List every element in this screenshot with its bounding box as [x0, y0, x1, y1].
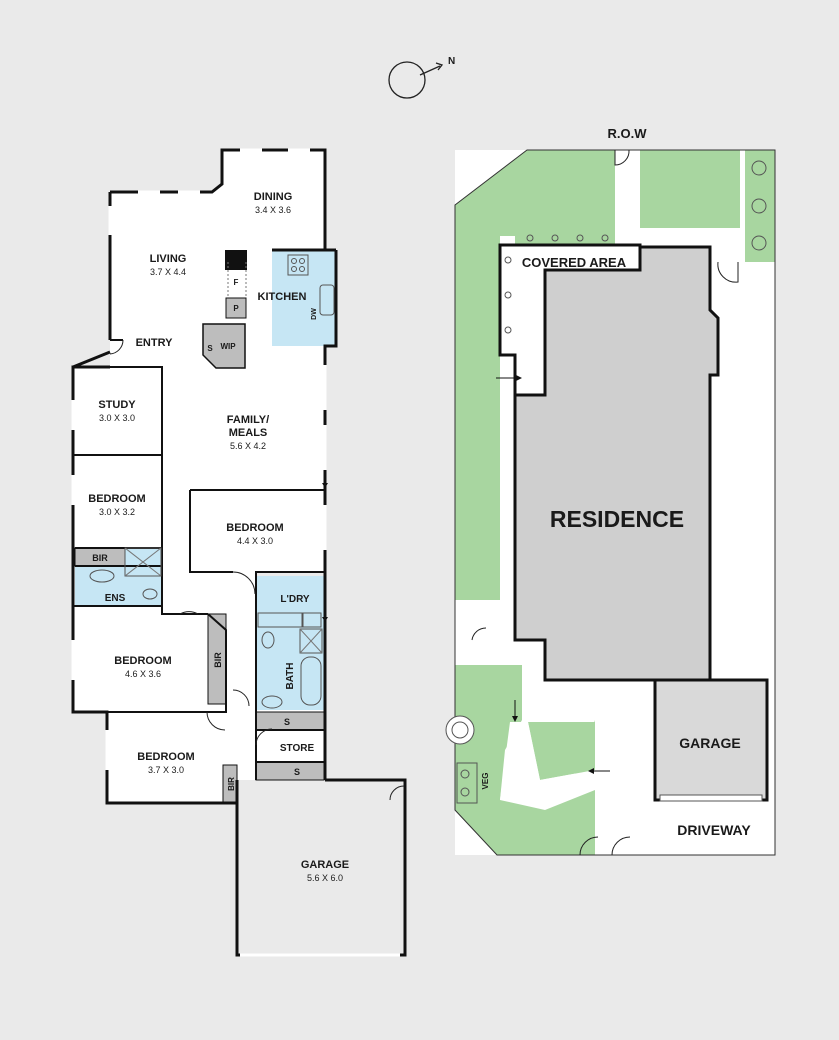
driveway-label: DRIVEWAY	[677, 822, 751, 838]
siteplan: R.O.W COVERED AREA RESIDENCE GARAGE DRIV…	[445, 126, 776, 856]
bir1-label: BIR	[92, 553, 108, 563]
veg-label: VEG	[481, 773, 490, 790]
north-compass: N	[388, 56, 455, 99]
room-garage-name: GARAGE	[301, 859, 349, 871]
bir3-label: BIR	[227, 777, 236, 791]
laundry-label: L'DRY	[280, 594, 310, 605]
garden-left	[455, 150, 615, 600]
dishwasher-label: DW	[311, 308, 318, 320]
room-family-name2: MEALS	[229, 427, 268, 439]
room-bedroom2-dims: 4.4 X 3.0	[237, 536, 273, 546]
room-bedroom4-dims: 3.7 X 3.0	[148, 765, 184, 775]
shelf2-label: S	[294, 767, 300, 777]
room-family-name: FAMILY/	[227, 414, 269, 426]
room-kitchen-name: KITCHEN	[258, 291, 307, 303]
fridge-block	[225, 250, 247, 270]
residence-footprint	[513, 245, 720, 682]
row-label: R.O.W	[608, 126, 648, 141]
room-family-dims: 5.6 X 4.2	[230, 441, 266, 451]
room-entry-name: ENTRY	[136, 337, 174, 349]
room-study-name: STUDY	[98, 399, 136, 411]
room-bedroom2-name: BEDROOM	[226, 522, 283, 534]
room-bedroom3-dims: 4.6 X 3.6	[125, 669, 161, 679]
site-garage-label: GARAGE	[679, 735, 740, 751]
bath-label: BATH	[285, 662, 296, 689]
room-living-name: LIVING	[150, 253, 187, 265]
room-bedroom1-name: BEDROOM	[88, 493, 145, 505]
garden-top	[640, 150, 740, 228]
covered-area	[498, 243, 642, 397]
covered-area-label: COVERED AREA	[522, 255, 627, 270]
residence-label: RESIDENCE	[550, 506, 684, 532]
store-label: STORE	[280, 743, 315, 754]
room-living-dims: 3.7 X 4.4	[150, 267, 186, 277]
garden-hedge	[745, 150, 775, 262]
shelf1-label: S	[284, 717, 290, 727]
room-garage-dims: 5.6 X 6.0	[307, 873, 343, 883]
north-label: N	[448, 56, 455, 67]
room-dining-name: DINING	[254, 191, 293, 203]
windows	[71, 148, 400, 957]
room-labels: DINING 3.4 X 3.6 LIVING 3.7 X 4.4 KITCHE…	[88, 191, 349, 883]
floorplan: DINING 3.4 X 3.6 LIVING 3.7 X 4.4 KITCHE…	[71, 148, 407, 957]
room-bedroom3-name: BEDROOM	[114, 655, 171, 667]
garden-bottom	[455, 665, 595, 855]
room-dining-dims: 3.4 X 3.6	[255, 205, 291, 215]
shelf-label: S	[207, 344, 213, 353]
fridge-label: F	[234, 278, 239, 287]
room-bedroom4-name: BEDROOM	[137, 751, 194, 763]
room-study-dims: 3.0 X 3.0	[99, 413, 135, 423]
ensuite-label: ENS	[105, 593, 126, 604]
pantry-label: P	[233, 304, 239, 313]
room-bedroom1-dims: 3.0 X 3.2	[99, 507, 135, 517]
wip-label: WIP	[220, 342, 236, 351]
bir2-label: BIR	[213, 652, 223, 668]
